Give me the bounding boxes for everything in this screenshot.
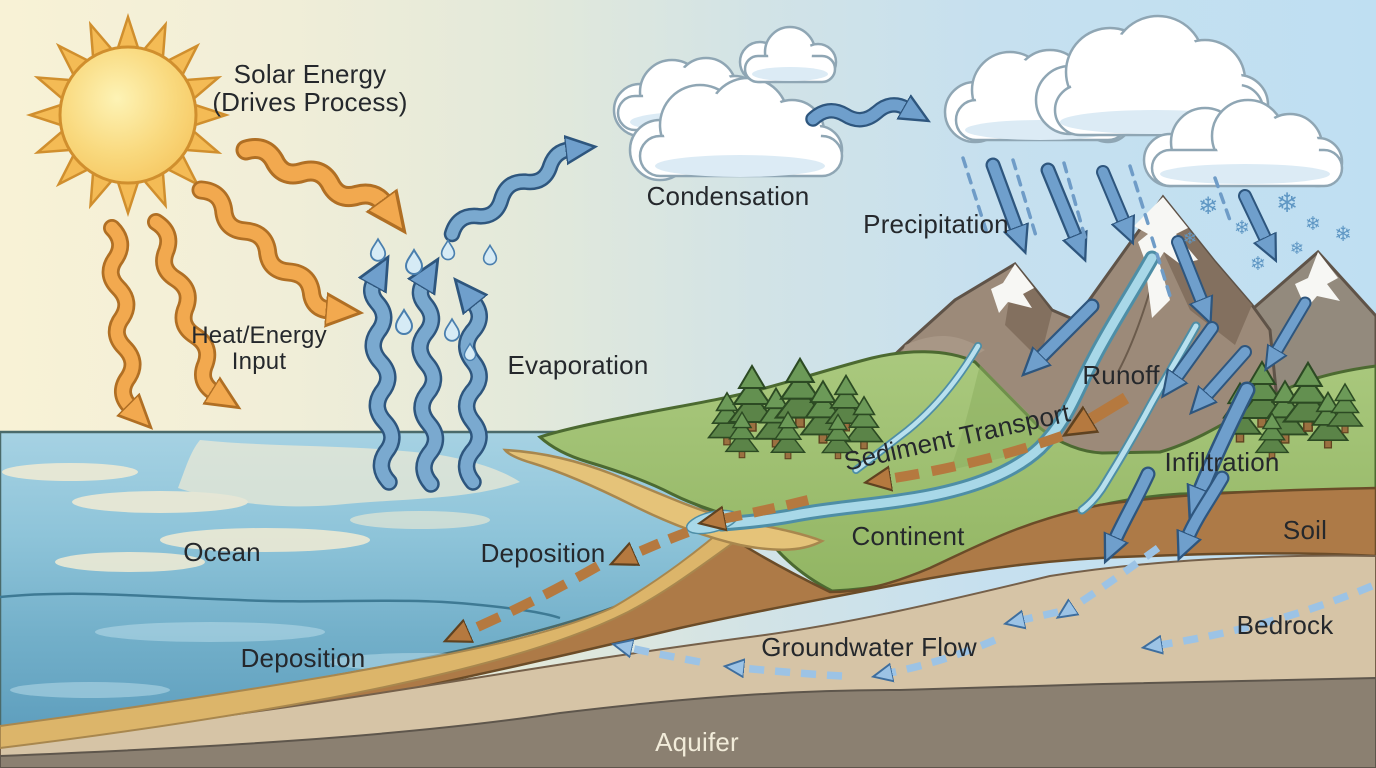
runoff-arrow xyxy=(1206,345,1252,396)
label-precipitation: Precipitation xyxy=(863,208,1009,239)
groundwater-arrow xyxy=(742,668,843,680)
sediment-arrow xyxy=(632,527,690,555)
solar-radiation-arrows xyxy=(101,138,386,408)
snowflakes: ❄ ❄ ❄ ❄ ❄ ❄ ❄ ❄ xyxy=(1183,188,1352,275)
solar-arrow xyxy=(147,213,219,396)
rain-arrow xyxy=(1096,165,1124,222)
evaporation-arrow xyxy=(420,284,445,493)
precipitation-arrows xyxy=(985,157,1266,302)
label-groundwater-flow: Groundwater Flow xyxy=(761,631,977,662)
snowflake-icon: ❄ xyxy=(1198,192,1218,220)
snow-arrow xyxy=(1238,189,1266,240)
label-continent: Continent xyxy=(851,520,965,551)
label-solar-energy: Solar Energy(Drives Process) xyxy=(212,58,408,117)
groundwater-arrow xyxy=(1160,582,1374,645)
groundwater-arrow xyxy=(1072,544,1161,608)
label-runoff: Runoff xyxy=(1082,359,1160,390)
rain-arrow xyxy=(985,157,1017,230)
snowflake-icon: ❄ xyxy=(1305,213,1321,235)
infiltration-arrows xyxy=(1115,381,1256,540)
label-ocean: Ocean xyxy=(183,536,261,567)
evaporation-arrow xyxy=(462,302,484,491)
sediment-arrow xyxy=(1088,392,1130,421)
runoff-arrow xyxy=(1176,321,1219,378)
wave-line xyxy=(0,592,561,620)
solar-arrow xyxy=(101,219,136,408)
snowflake-icon: ❄ xyxy=(1334,222,1352,246)
label-deposition-coast: Deposition xyxy=(480,537,606,568)
snowflake-icon: ❄ xyxy=(1234,217,1250,239)
label-aquifer: Aquifer xyxy=(655,726,739,757)
precipitation-clouds xyxy=(943,14,1344,188)
sun-body xyxy=(58,45,198,185)
snowflake-icon: ❄ xyxy=(1250,253,1266,275)
label-soil: Soil xyxy=(1282,514,1328,545)
groundwater-arrow xyxy=(890,636,997,673)
evaporation-to-cloud-arrow xyxy=(443,148,575,243)
evaporation-arrows xyxy=(371,104,907,493)
infiltration-arrow xyxy=(1200,381,1256,492)
sediment-arrow xyxy=(722,495,810,519)
snowflake-icon: ❄ xyxy=(1183,229,1197,249)
label-evaporation: Evaporation xyxy=(507,349,649,380)
cloud-transfer-arrow xyxy=(805,104,907,128)
snowflake-icon: ❄ xyxy=(1276,188,1299,219)
rain-arrow xyxy=(1040,162,1076,238)
evaporation-arrow xyxy=(371,282,401,491)
groundwater-arrows xyxy=(630,544,1374,680)
label-condensation: Condensation xyxy=(646,180,810,211)
label-infiltration: Infiltration xyxy=(1164,446,1280,477)
sediment-arrow xyxy=(888,431,1064,479)
rain-dashes xyxy=(961,156,1234,298)
deposition-arrow xyxy=(466,561,601,632)
mountain-shading xyxy=(1160,197,1252,345)
infiltration-arrow xyxy=(1188,470,1230,537)
cloud-icon xyxy=(738,25,838,84)
runoff-arrow xyxy=(1040,298,1100,358)
runoff-arrows xyxy=(1040,296,1312,396)
condensation-clouds xyxy=(612,25,844,182)
snow-cloud-icon xyxy=(1142,98,1344,188)
sediment-arrows xyxy=(466,392,1130,632)
aquifer-layer-band xyxy=(0,676,1376,768)
solar-arrow xyxy=(235,138,385,215)
solar-arrow xyxy=(191,180,333,317)
label-deposition-ocean: Deposition xyxy=(240,642,366,673)
sun-icon xyxy=(28,15,228,215)
groundwater-arrow xyxy=(1022,608,1059,620)
underwater-sand xyxy=(0,519,742,750)
runoff-arrow xyxy=(1276,296,1312,352)
rain-arrow xyxy=(1171,235,1202,302)
label-bedrock: Bedrock xyxy=(1236,609,1334,640)
snowflake-icon: ❄ xyxy=(1290,239,1304,259)
groundwater-arrow xyxy=(630,648,701,666)
infiltration-arrow xyxy=(1115,466,1156,540)
continent-shade xyxy=(950,365,1055,470)
